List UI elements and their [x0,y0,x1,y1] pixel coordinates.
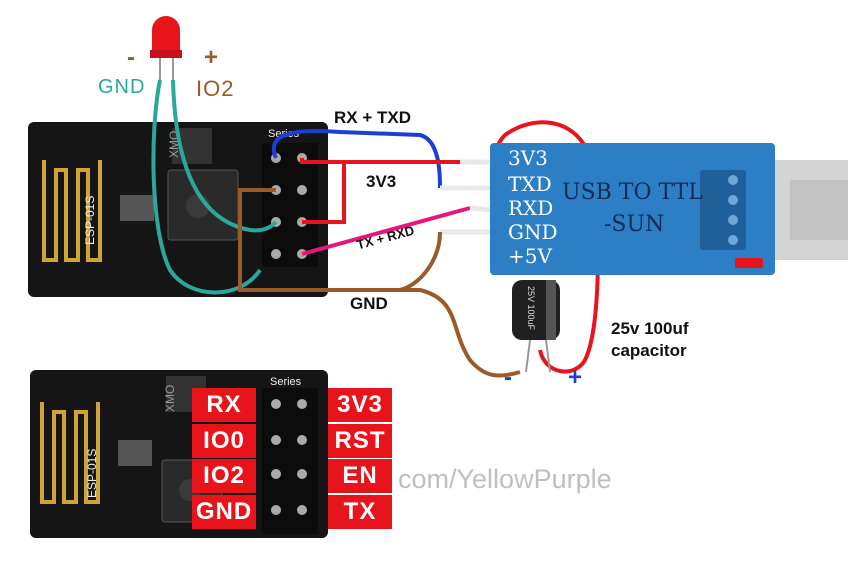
led-io2-label: IO2 [196,76,235,101]
pin-label-rx: RX [192,388,256,422]
module-model-bottom: ESP-01S [85,449,99,498]
wire-led-gnd [151,79,262,295]
wire-gnd [238,188,521,378]
series-label-bottom: Series [270,376,302,388]
usb-ttl-board [490,143,848,275]
usb-pin-rxd: RXD [508,196,554,220]
wire-3v3 [300,158,460,164]
esp01s-board-top: ESP-01S XMO Series [28,122,328,297]
capacitor-body-text: 25V 100uF [526,286,536,331]
usb-pin-gnd: GND [508,220,558,244]
usb-brand: -SUN [604,212,665,237]
watermark: com/YellowPurple [398,464,612,494]
pin-label-en: EN [328,459,392,493]
wire-gnd-usb [399,231,442,292]
wire-3v3-drop [302,162,346,224]
usb-title: USB TO TTL [562,180,703,205]
esp01s-board-bottom: ESP-01S XMO Series [30,370,328,538]
module-model-top: ESP-01S [83,196,97,245]
led [150,16,182,80]
led-minus-label: - [127,44,135,71]
pin-label-3v3: 3V3 [328,388,392,422]
led-gnd-label: GND [98,76,146,98]
usb-pin-3v3: 3V3 [508,146,548,170]
capacitor-label: 25v 100uf capacitor [611,319,689,360]
wire-led-io2 [171,79,278,233]
usb-pin-txd: TXD [508,172,552,196]
led-plus-label: + [204,44,219,71]
pin-label-tx: TX [328,495,392,529]
capacitor-plus: + [568,364,583,391]
label-gnd-wire: GND [350,294,388,313]
pin-label-gnd: GND [192,495,256,529]
label-rx-txd: RX + TXD [334,108,411,127]
wire-rx-txd [271,128,442,189]
pin-label-io2: IO2 [192,459,256,493]
pin-label-rst: RST [328,424,392,458]
wire-tx-rxd-end [469,205,493,213]
usb-pin-5v: +5V [508,244,552,268]
capacitor [512,280,560,373]
wire-tx-rxd [301,206,471,256]
pin-label-io0: IO0 [192,424,256,458]
capacitor-minus: - [504,364,512,391]
chip-label-bottom: XMO [163,385,177,412]
label-3v3: 3V3 [366,172,397,191]
